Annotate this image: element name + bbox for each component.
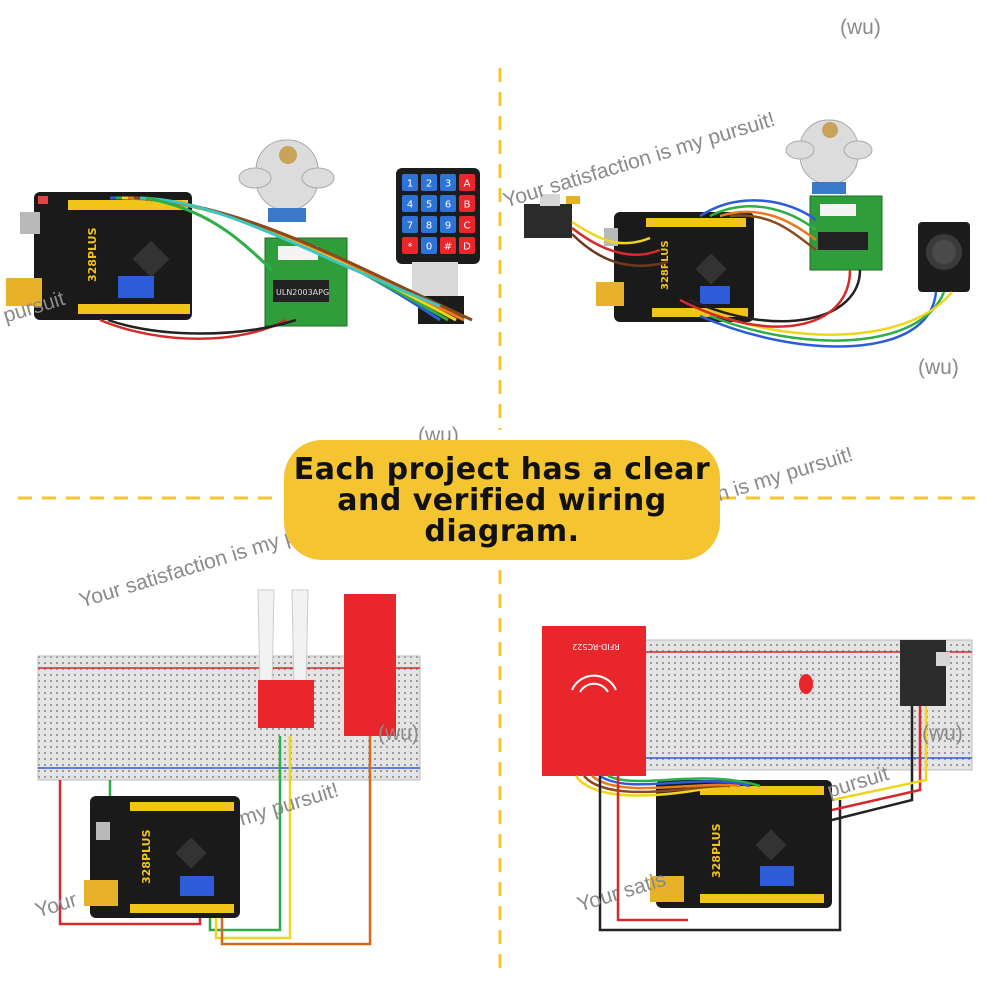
- red-led: [799, 674, 813, 694]
- watermark-tag-2: (wu): [918, 356, 959, 379]
- keypad-key-label: 0: [426, 242, 432, 253]
- keypad-key: [440, 195, 456, 212]
- watermark-tag-4: (wu): [378, 722, 419, 745]
- keypad-key: [421, 216, 437, 233]
- keypad-key-label: 2: [426, 179, 432, 190]
- svg-text:ULN2003APG: ULN2003APG: [276, 288, 329, 297]
- svg-text:328PLUS: 328PLUS: [660, 240, 671, 290]
- headline-line-1: Each project has a clear: [293, 451, 711, 487]
- keypad-key-label: 9: [445, 221, 451, 232]
- diagram-top-left: ULN2003APG 1 2 3 A 4 5 6 B 7 8 9 C * 0 # D 328PLUS: [6, 139, 480, 340]
- svg-text:328PLUS: 328PLUS: [86, 227, 99, 282]
- keypad-key: [421, 195, 437, 212]
- keypad-key-label: 6: [445, 200, 451, 211]
- keypad-key: [402, 195, 418, 212]
- controller-board-top-left: 328PLUS: [6, 192, 192, 320]
- watermark-tag-5: (wu): [922, 722, 963, 745]
- watermark-tag-1: (wu): [840, 16, 881, 39]
- keypad-key: [440, 174, 456, 191]
- keypad-key-label: 5: [426, 200, 432, 211]
- servo-motor: [524, 194, 580, 238]
- keypad-key-label: C: [464, 221, 471, 232]
- keypad-key-label: 4: [407, 200, 413, 211]
- keypad-key-label: 1: [407, 179, 413, 190]
- servo-motor-bottom: [900, 640, 950, 706]
- diagram-top-right: 328PLUS: [524, 119, 970, 348]
- headline-line-2: and verified wiring: [337, 482, 667, 518]
- soil-moisture-sensor: [257, 589, 314, 728]
- keypad-key: [440, 216, 456, 233]
- keypad-key: [459, 237, 475, 254]
- keypad-key: [459, 195, 475, 212]
- stepper-driver-board-right: [809, 195, 883, 271]
- controller-board-bottom-right: 328PLUS: [650, 780, 832, 908]
- diagram-bottom-right: RFID-RC522 328PLUS: [542, 626, 973, 932]
- keypad-key: [421, 237, 437, 254]
- keypad-key-label: D: [463, 242, 471, 253]
- keypad-key-label: B: [464, 200, 471, 211]
- keypad-key: [459, 216, 475, 233]
- controller-board-bottom-left: 328PLUS: [84, 796, 240, 918]
- keypad-key-label: 7: [407, 221, 413, 232]
- stepper-motor-right: [785, 119, 873, 194]
- keypad-key: [421, 174, 437, 191]
- keypad-key: [459, 174, 475, 191]
- controller-board-top-right: 328PLUS: [596, 212, 754, 322]
- keypad-key-label: 3: [445, 179, 451, 190]
- keypad-key: [402, 237, 418, 254]
- headline-banner: Each project has a clear and verified wi…: [284, 440, 720, 560]
- keypad-key: [402, 216, 418, 233]
- keypad-key-label: #: [444, 242, 452, 253]
- stepper-driver-board: ULN2003APG: [264, 237, 348, 327]
- keypad-key-label: A: [464, 179, 471, 190]
- svg-text:328PLUS: 328PLUS: [710, 823, 723, 878]
- joystick-module: [918, 222, 970, 292]
- water-level-sensor: [344, 594, 396, 736]
- keypad-key-label: *: [408, 242, 413, 253]
- rfid-module: RFID-RC522: [542, 626, 646, 776]
- stepper-motor: [238, 139, 335, 222]
- keypad-key-label: 8: [426, 221, 432, 232]
- keypad-key: [440, 237, 456, 254]
- keypad-key: [402, 174, 418, 191]
- diagram-bottom-left: 328PLUS: [37, 589, 421, 946]
- svg-text:328PLUS: 328PLUS: [140, 829, 153, 884]
- headline-line-3: diagram.: [424, 513, 580, 549]
- svg-text:RFID-RC522: RFID-RC522: [572, 642, 620, 651]
